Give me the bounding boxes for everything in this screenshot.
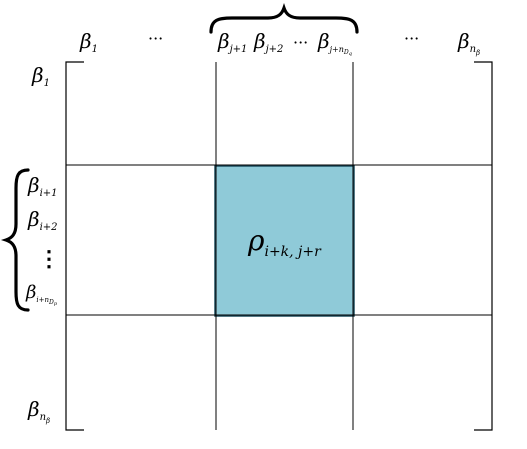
col-label-first: β1 (79, 29, 98, 55)
col-label-j1: βj+1 (217, 29, 247, 55)
left-matrix-bracket (65, 61, 84, 431)
row-group-ellipsis: ⋮ (38, 246, 60, 272)
cell-formula: ρi+k, j+r (247, 224, 322, 260)
row-label-first: β1 (31, 63, 50, 89)
row-label-i2: βi+2 (27, 207, 58, 233)
col-label-last: βnβ (457, 29, 480, 57)
row-label-i1: βi+1 (27, 173, 58, 199)
row-group-brace-icon (0, 168, 30, 312)
right-matrix-bracket (474, 61, 493, 431)
col-label-jnDq: βj+nDq (317, 29, 352, 57)
col-label-j2: βj+2 (253, 29, 283, 55)
row-label-last: βnβ (27, 397, 50, 425)
column-group-brace-icon (209, 2, 359, 34)
highlighted-cell (214, 165, 355, 317)
grid-lines (66, 62, 492, 430)
col-ellipsis-left: ··· (148, 29, 163, 48)
row-label-inDp: βi+nDp (25, 282, 58, 307)
col-ellipsis-right: ··· (404, 29, 419, 48)
col-group-ellipsis: ··· (293, 33, 308, 52)
